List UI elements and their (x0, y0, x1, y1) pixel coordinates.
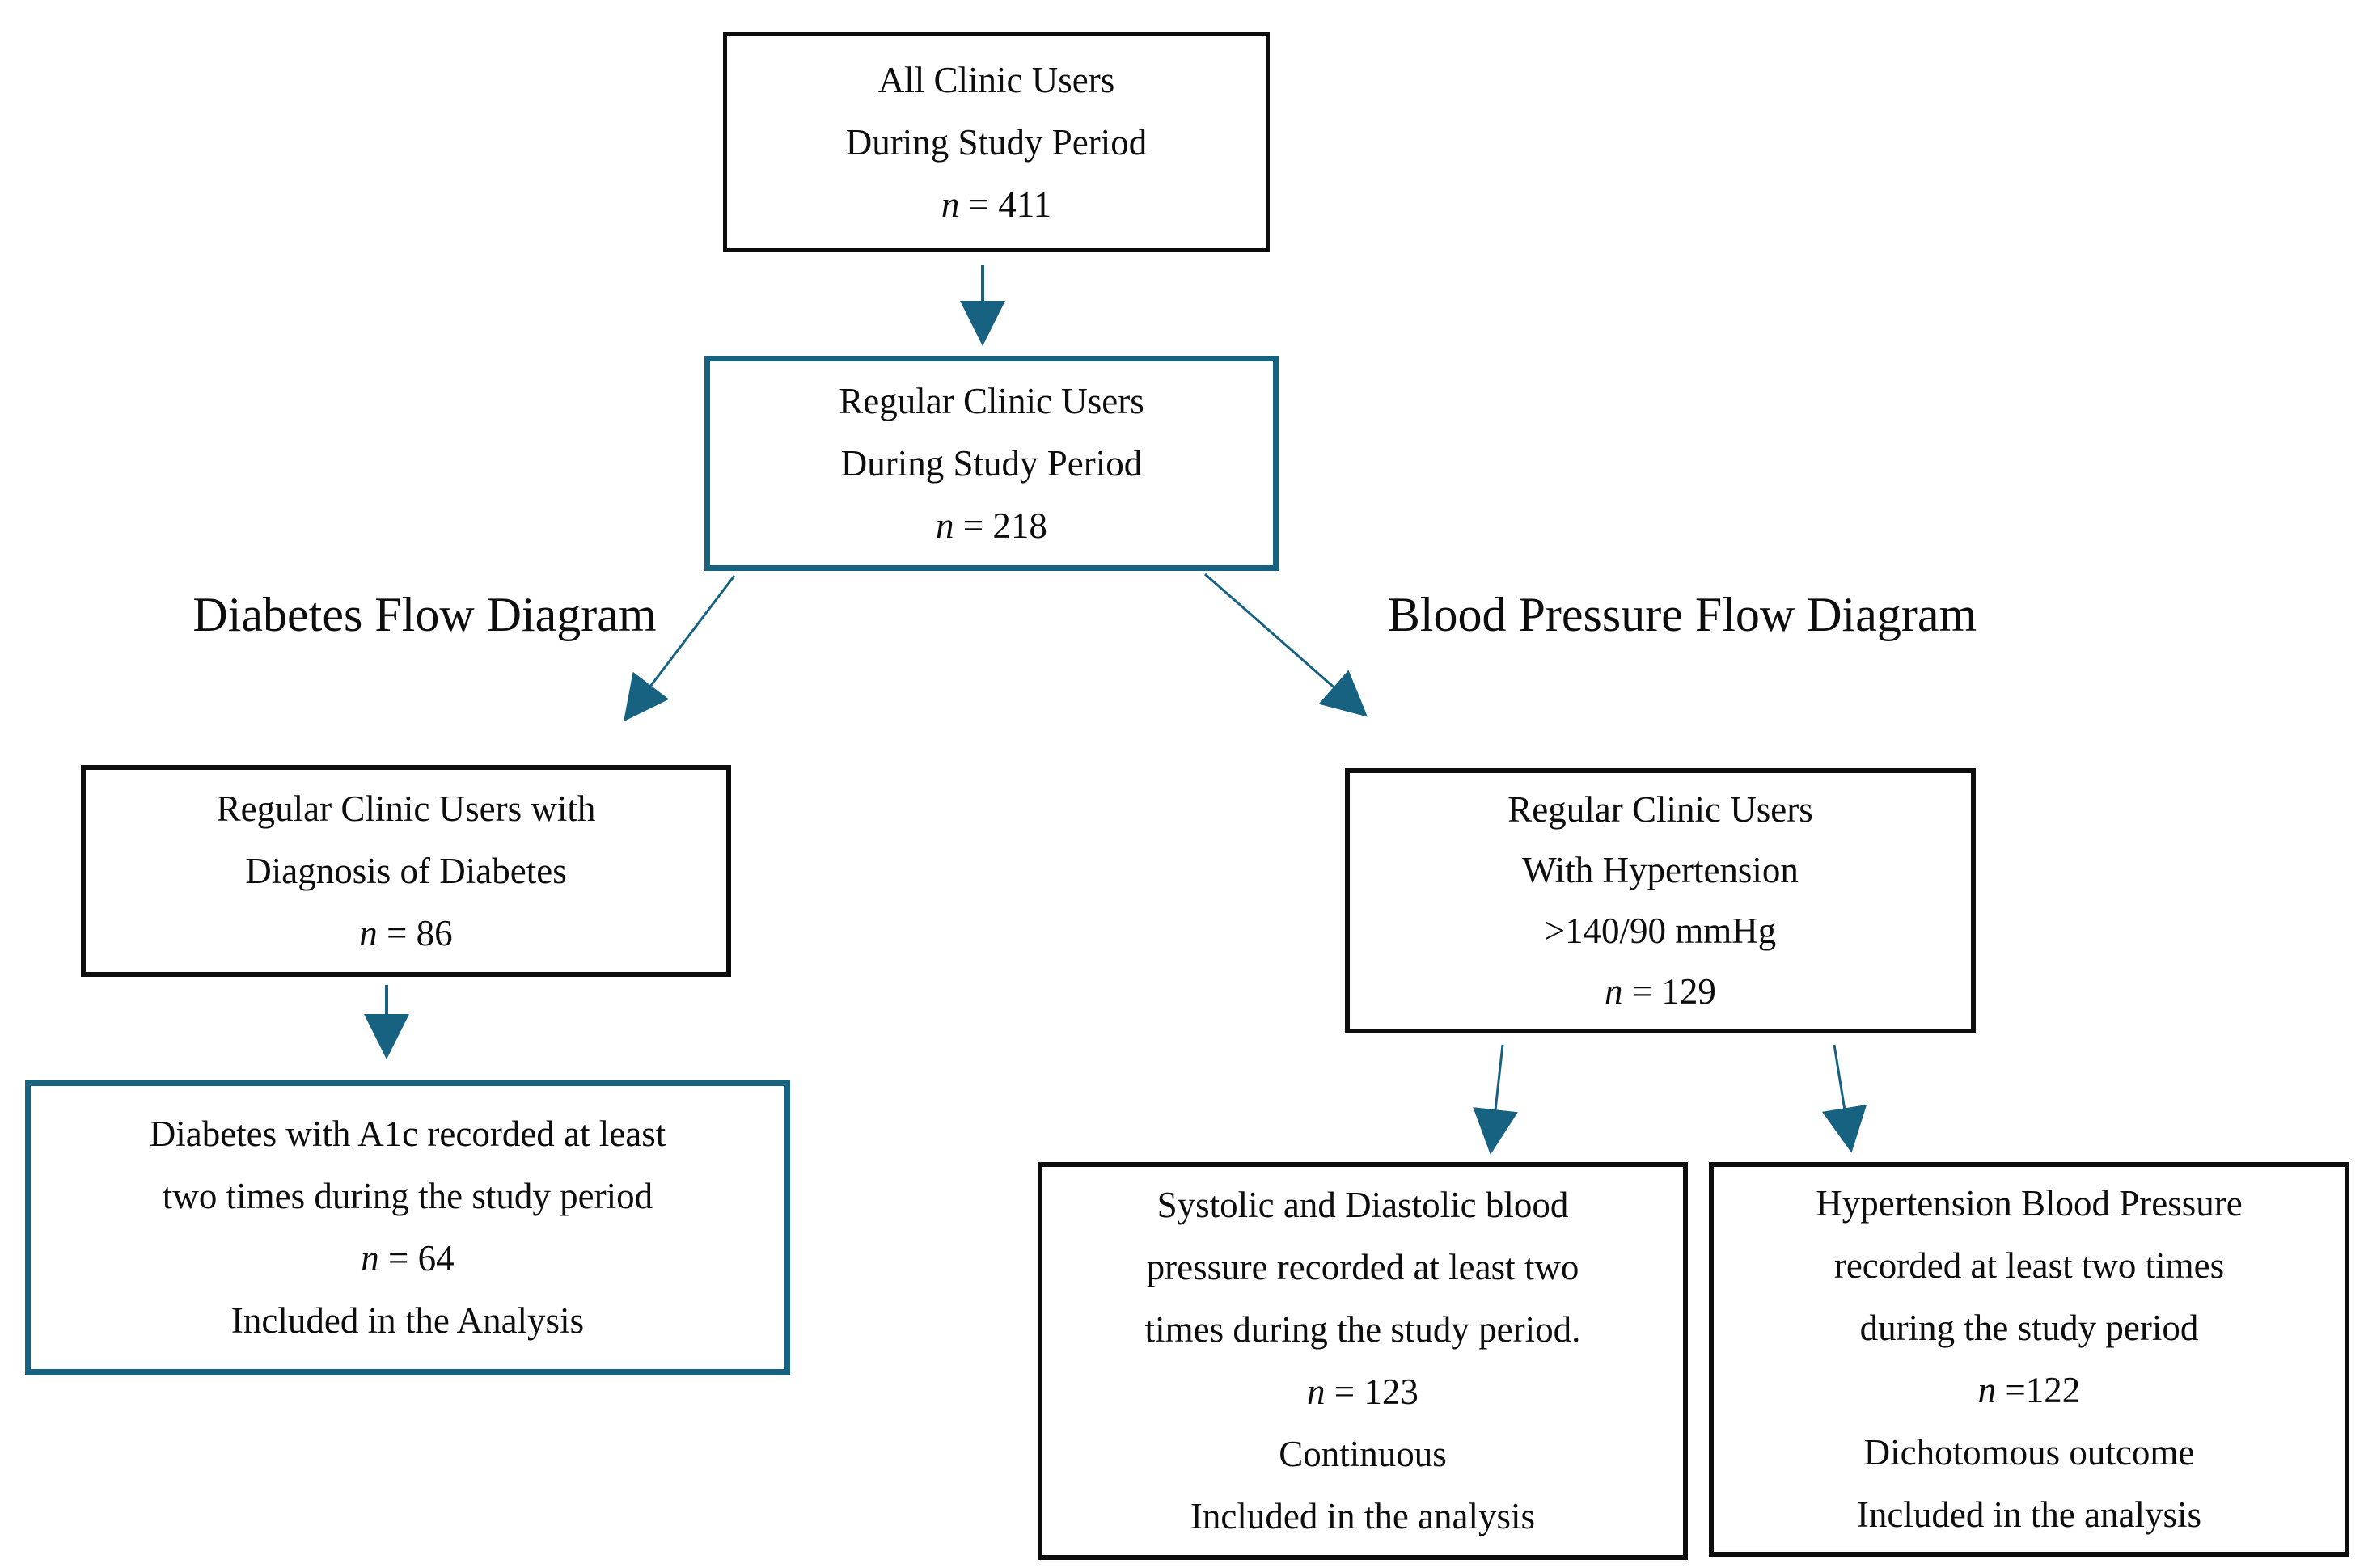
box-text-line: During Study Period (845, 121, 1148, 163)
box-text-line: Continuous (1279, 1434, 1447, 1474)
diabetes-flow-heading: Diabetes Flow Diagram (192, 588, 657, 641)
box-diabetes-diagnosis: Regular Clinic Users with Diagnosis of D… (81, 765, 731, 977)
arrow-hypertension-to-dichotomous (1821, 1044, 1867, 1153)
box-text-line: Regular Clinic Users (1507, 789, 1813, 830)
n-count-line: n = 64 (361, 1228, 454, 1290)
box-text-line: recorded at least two times (1833, 1245, 2225, 1286)
box-text-line: during the study period (1859, 1308, 2199, 1348)
box-text-line: times during the study period. (1144, 1309, 1581, 1350)
box-text-line: two times during the study period (162, 1176, 653, 1216)
box-text-line: Diabetes with A1c recorded at least (149, 1114, 666, 1154)
box-hypertension-bp-included: Hypertension Blood Pressure recorded at … (1709, 1162, 2349, 1557)
n-count-line: n =122 (1978, 1359, 2081, 1422)
box-text-line: All Clinic Users (877, 59, 1115, 100)
box-text-line: During Study Period (840, 442, 1143, 484)
box-all-clinic-users: All Clinic Users During Study Period n =… (723, 32, 1270, 252)
n-value: = 86 (377, 912, 453, 953)
box-diabetes-a1c-included: Diabetes with A1c recorded at least two … (25, 1080, 790, 1375)
box-hypertension: Regular Clinic Users With Hypertension >… (1345, 768, 1976, 1033)
n-value: = 129 (1622, 971, 1716, 1012)
n-count-line: n = 411 (941, 174, 1051, 236)
n-value: =122 (1996, 1370, 2081, 1410)
n-symbol: n (361, 1238, 379, 1278)
n-count-line: n = 218 (936, 495, 1047, 557)
box-text-line: Dichotomous outcome (1863, 1432, 2195, 1473)
n-count-line: n = 123 (1307, 1361, 1419, 1423)
box-text-line: >140/90 mmHg (1544, 911, 1777, 951)
n-symbol: n (1307, 1371, 1326, 1412)
n-symbol: n (1977, 1370, 1997, 1410)
n-symbol: n (936, 505, 954, 546)
n-value: = 411 (959, 184, 1052, 225)
box-text-line: With Hypertension (1522, 850, 1799, 890)
n-symbol: n (1605, 971, 1623, 1012)
box-text-line: Regular Clinic Users (839, 380, 1144, 421)
box-regular-clinic-users: Regular Clinic Users During Study Period… (704, 356, 1279, 571)
box-systolic-diastolic-included: Systolic and Diastolic blood pressure re… (1038, 1162, 1688, 1560)
n-symbol: n (359, 912, 378, 953)
box-text-line: Included in the analysis (1190, 1496, 1536, 1536)
arrow-hypertension-to-systolic (1473, 1044, 1518, 1155)
box-text-line: pressure recorded at least two (1146, 1247, 1579, 1287)
n-symbol: n (941, 184, 960, 225)
box-text-line: Regular Clinic Users with (216, 788, 596, 829)
box-text-line: Hypertension Blood Pressure (1816, 1183, 2243, 1224)
box-text-line: Included in the Analysis (230, 1300, 585, 1341)
n-count-line: n = 129 (1605, 962, 1716, 1022)
n-value: = 218 (954, 505, 1047, 546)
box-text-line: Included in the analysis (1856, 1494, 2202, 1535)
n-value: = 64 (378, 1238, 455, 1278)
n-count-line: n = 86 (359, 902, 452, 965)
n-value: = 123 (1325, 1371, 1419, 1412)
box-text-line: Diagnosis of Diabetes (245, 850, 567, 891)
box-text-line: Systolic and Diastolic blood (1157, 1185, 1569, 1225)
blood-pressure-flow-heading: Blood Pressure Flow Diagram (1387, 588, 1977, 641)
